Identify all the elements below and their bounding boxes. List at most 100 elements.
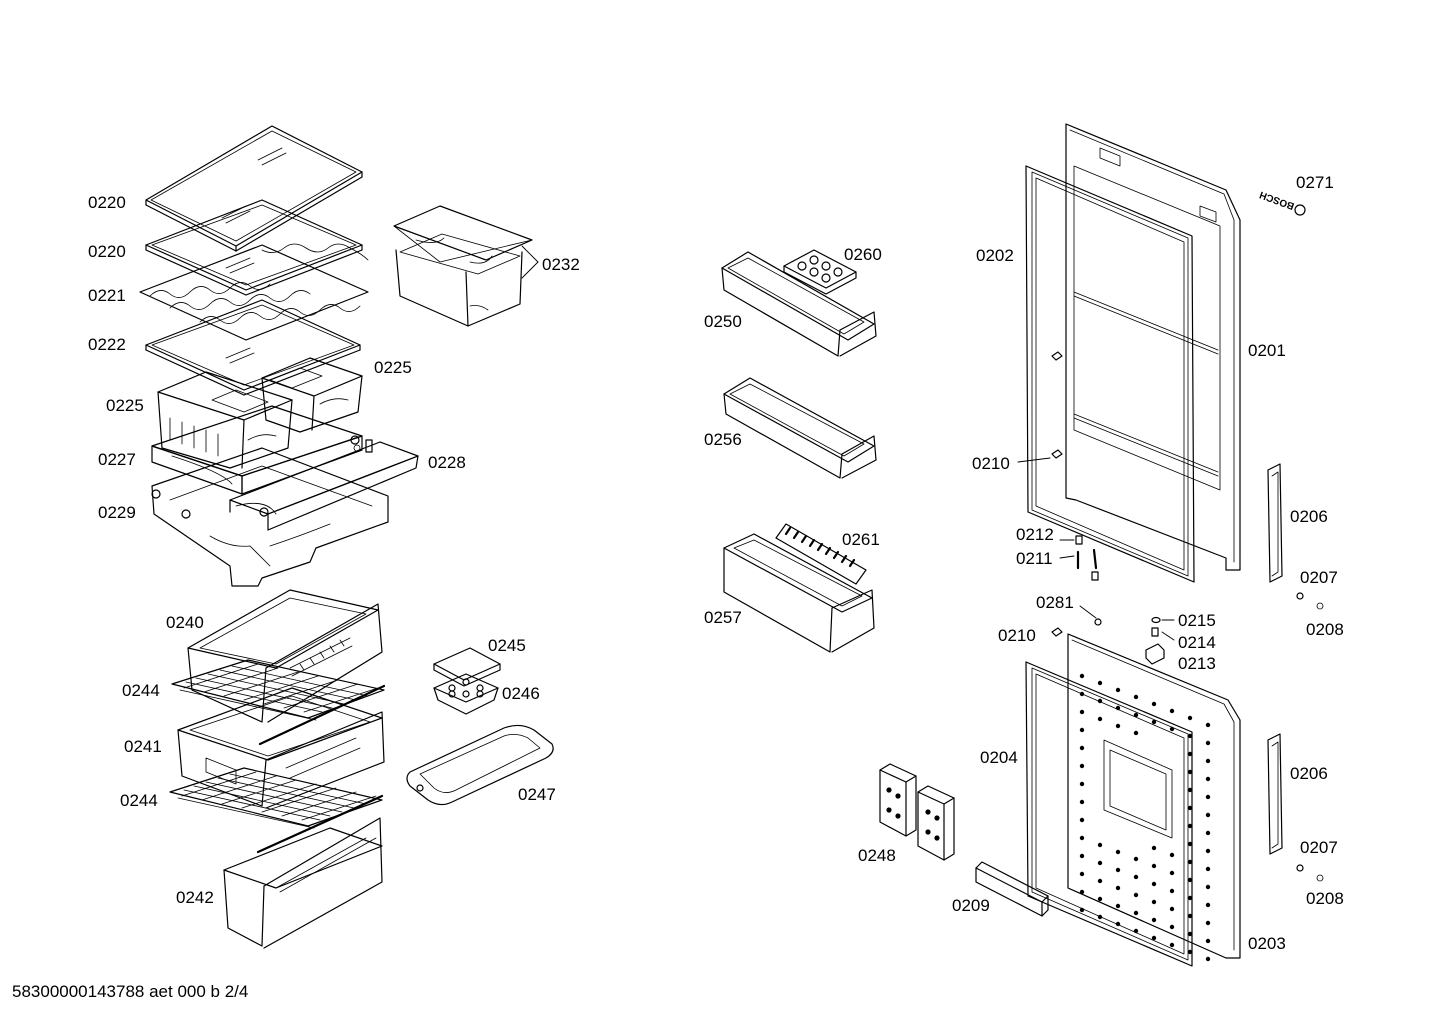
crisper-tray-0229	[151, 447, 389, 587]
panel-dot	[1151, 881, 1157, 887]
label-0225-left: 0225	[106, 396, 144, 415]
label-0201: 0201	[1248, 341, 1286, 360]
panel-dot	[1097, 698, 1103, 704]
panel-dot	[1205, 884, 1211, 890]
label-0210-upper: 0210	[972, 454, 1010, 473]
panel-dot	[1205, 776, 1211, 782]
freezer-panel-dots	[886, 673, 1211, 962]
panel-dot	[1133, 892, 1139, 898]
label-0281: 0281	[1036, 593, 1074, 612]
panel-dot	[1079, 835, 1085, 841]
panel-dot	[1169, 888, 1175, 894]
label-0208-lower: 0208	[1306, 889, 1344, 908]
panel-dot	[1151, 917, 1157, 923]
panel-dot	[1169, 942, 1175, 948]
label-0221: 0221	[88, 286, 126, 305]
label-0214: 0214	[1178, 633, 1216, 652]
panel-dot	[1133, 730, 1139, 736]
panel-dot	[1151, 719, 1157, 725]
panel-dot	[1187, 931, 1193, 937]
label-0271: 0271	[1296, 173, 1334, 192]
panel-dot	[1097, 680, 1103, 686]
label-0213: 0213	[1178, 654, 1216, 673]
cold-pack-0248-right	[917, 785, 955, 861]
cold-pack-dot	[934, 815, 940, 821]
label-0206-upper: 0206	[1290, 507, 1328, 526]
label-0244-lower: 0244	[120, 791, 158, 810]
label-0207-lower: 0207	[1300, 838, 1338, 857]
panel-dot	[1115, 921, 1121, 927]
panel-dot	[1205, 830, 1211, 836]
panel-dot	[1205, 812, 1211, 818]
label-0245: 0245	[488, 636, 526, 655]
drawer-0241	[177, 687, 385, 809]
panel-dot	[1187, 715, 1193, 721]
label-0240: 0240	[166, 613, 204, 632]
panel-dot	[1205, 902, 1211, 908]
glass-shelf-0220-second	[145, 199, 363, 296]
panel-dot	[1133, 694, 1139, 700]
label-0257: 0257	[704, 608, 742, 627]
panel-dot	[1151, 863, 1157, 869]
panel-dot	[1169, 708, 1175, 714]
panel-dot	[1187, 895, 1193, 901]
cold-pack-dot	[895, 793, 901, 799]
small-parts	[1051, 204, 1324, 882]
handle-0206-lower	[1267, 733, 1283, 855]
label-0232: 0232	[542, 255, 580, 274]
panel-dot	[1187, 949, 1193, 955]
label-0207-upper: 0207	[1300, 568, 1338, 587]
panel-dot	[1205, 938, 1211, 944]
panel-dot	[1205, 848, 1211, 854]
label-0246: 0246	[502, 684, 540, 703]
panel-dot	[1097, 716, 1103, 722]
bosch-logo: BOSCH	[1258, 189, 1296, 212]
panel-dot	[1133, 712, 1139, 718]
label-0209: 0209	[952, 896, 990, 915]
panel-dot	[1187, 841, 1193, 847]
panel-dot	[1205, 956, 1211, 962]
panel-dot	[1187, 805, 1193, 811]
door-bin-0257	[723, 533, 875, 653]
container-0225-right	[261, 357, 363, 433]
label-0210-lower: 0210	[998, 626, 1036, 645]
label-0204: 0204	[980, 748, 1018, 767]
label-0208-upper: 0208	[1306, 620, 1344, 639]
drawer-0240	[187, 589, 383, 723]
panel-dot	[1133, 874, 1139, 880]
panel-dot	[1079, 817, 1085, 823]
panel-dot	[1097, 914, 1103, 920]
panel-dot	[1187, 769, 1193, 775]
label-0228: 0228	[428, 453, 466, 472]
egg-tray-0246	[433, 673, 499, 715]
panel-dot	[1115, 723, 1121, 729]
label-0250: 0250	[704, 312, 742, 331]
cold-pack-dot	[925, 829, 931, 835]
panel-dot	[1133, 910, 1139, 916]
panel-dot	[1097, 860, 1103, 866]
panel-dot	[1151, 935, 1157, 941]
label-0202: 0202	[976, 246, 1014, 265]
panel-dot	[1097, 896, 1103, 902]
panel-dot	[1187, 877, 1193, 883]
label-0242: 0242	[176, 888, 214, 907]
door-inner-panel-0201	[1065, 123, 1241, 571]
cover-flap-0228	[229, 439, 419, 531]
panel-dot	[1187, 733, 1193, 739]
panel-dot	[1169, 870, 1175, 876]
panel-dot	[1079, 853, 1085, 859]
cold-pack-dot	[886, 807, 892, 813]
label-0203: 0203	[1248, 934, 1286, 953]
label-0241: 0241	[124, 737, 162, 756]
label-0222: 0222	[88, 335, 126, 354]
cold-pack-dot	[925, 809, 931, 815]
cold-pack-dot	[895, 813, 901, 819]
bottle-divider-0261	[775, 523, 867, 585]
panel-dot	[1079, 727, 1085, 733]
panel-dot	[1115, 867, 1121, 873]
panel-dot	[1205, 758, 1211, 764]
label-0206-lower: 0206	[1290, 764, 1328, 783]
panel-dot	[1079, 745, 1085, 751]
panel-dot	[1187, 787, 1193, 793]
